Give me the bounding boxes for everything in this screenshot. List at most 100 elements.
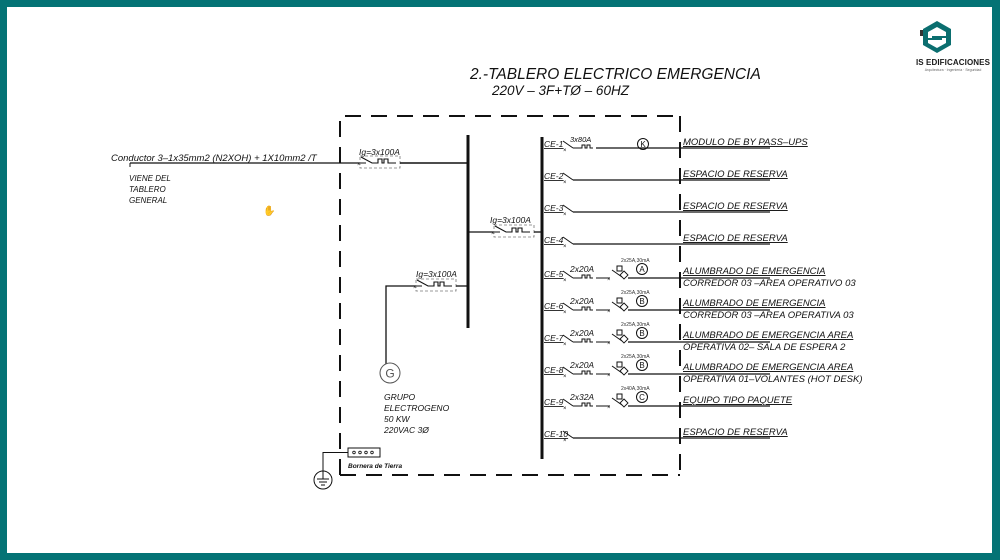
breaker-thermal <box>573 144 593 149</box>
breaker-x-mark: × <box>563 374 567 380</box>
circuit-tag-circle <box>636 359 648 371</box>
rcd-sensor <box>619 302 629 312</box>
breaker-x-mark: × <box>607 405 611 411</box>
breaker-x-mark: × <box>413 285 417 291</box>
circuit-row: CE-10×ESPACIO DE RESERVA <box>544 427 788 444</box>
breaker-x-mark: × <box>607 373 611 379</box>
circuit-breaker-rating: 2x20A <box>569 296 594 306</box>
breaker-x-mark: × <box>563 310 567 316</box>
switch-blade <box>562 236 574 245</box>
rcd-test-button <box>616 329 623 336</box>
circuit-id: CE-8 <box>544 365 564 375</box>
breaker-thermal <box>573 338 593 343</box>
circuit-id: CE-4 <box>544 235 564 245</box>
circuit-breaker-rating: 2x20A <box>569 360 594 370</box>
rcd-rating: 2x25A,30mA <box>621 322 650 328</box>
rcd-test-button <box>616 361 623 368</box>
circuit-tag: B <box>639 329 644 338</box>
circuit-description: ALUMBRADO DE EMERGENCIA AREA <box>682 362 853 373</box>
circuit-id: CE-7 <box>544 333 564 343</box>
breaker-thermal <box>573 402 593 407</box>
switch-blade <box>562 430 574 439</box>
breaker-x-mark: × <box>563 212 567 218</box>
switch-blade <box>562 270 574 279</box>
breaker-x-mark: × <box>607 341 611 347</box>
circuit-tag: B <box>639 361 644 370</box>
switch-blade <box>562 140 574 149</box>
circuit-description: CORREDOR 03 –AREA OPERATIVO 03 <box>683 278 856 289</box>
circuit-description: MODULO DE BY PASS–UPS <box>683 137 808 148</box>
brand-name: IS EDIFICACIONES <box>915 58 991 67</box>
rcd-sensor <box>619 270 629 280</box>
breaker-housing <box>359 155 401 169</box>
rcd-test-button <box>616 297 623 304</box>
breaker-contact <box>360 156 396 164</box>
circuit-description: ALUMBRADO DE EMERGENCIA <box>682 298 826 309</box>
rcd-test-button <box>616 393 623 400</box>
feeder-origin-line-3: GENERAL <box>129 196 167 205</box>
generator-label-2: ELECTROGENO <box>384 403 450 413</box>
circuit-description: OPERATIVA 01–VOLANTES (HOT DESK) <box>683 374 863 385</box>
circuit-id: CE-3 <box>544 203 564 213</box>
breaker-x-mark: × <box>607 277 611 283</box>
breaker-x-mark: × <box>563 406 567 412</box>
circuit-row: CE-4×ESPACIO DE RESERVA <box>544 233 788 250</box>
circuit-description: ESPACIO DE RESERVA <box>683 233 788 244</box>
diagram-title: 2.-TABLERO ELECTRICO EMERGENCIA <box>469 66 761 83</box>
breaker-thermal <box>573 306 593 311</box>
circuit-description: CORREDOR 03 –AREA OPERATIVA 03 <box>683 310 854 321</box>
breaker-thermal <box>573 274 593 279</box>
circuit-id: CE-6 <box>544 301 564 311</box>
circuit-description: EQUIPO TIPO PAQUETE <box>683 395 793 406</box>
circuit-id: CE-9 <box>544 397 564 407</box>
switch-blade <box>562 172 574 181</box>
generator-symbol-letter: G <box>385 367 394 381</box>
circuit-description: ESPACIO DE RESERVA <box>683 427 788 438</box>
hand-cursor-icon: ✋ <box>263 204 275 217</box>
switch-blade <box>562 366 574 375</box>
rcd-sensor <box>619 366 629 376</box>
feeder-origin-line-2: TABLERO <box>129 185 166 194</box>
brand-tagline: Arquitectura · Ingeniería · Seguridad <box>924 68 982 72</box>
breaker-x-mark: × <box>491 231 495 237</box>
switch-blade <box>562 398 574 407</box>
feeder-line <box>129 162 360 167</box>
main-breaker: × <box>357 155 401 169</box>
generator-label-1: GRUPO <box>384 392 416 402</box>
rcd-rating: 2x25A,30mA <box>621 258 650 264</box>
breaker-x-mark: × <box>563 278 567 284</box>
is-edificaciones-logo-icon <box>920 21 951 53</box>
breaker-x-mark: × <box>357 162 361 168</box>
breaker-x-mark: × <box>563 342 567 348</box>
breaker-thermal <box>573 370 593 375</box>
breaker-housing <box>415 278 457 292</box>
rcd-test-button <box>616 265 623 272</box>
generator-breaker: × <box>413 278 457 292</box>
breaker-x-mark: × <box>607 309 611 315</box>
circuit-id: CE-1 <box>544 139 564 149</box>
switch-blade <box>562 204 574 213</box>
circuit-description: ESPACIO DE RESERVA <box>683 169 788 180</box>
circuit-description: ALUMBRADO DE EMERGENCIA AREA <box>682 330 853 341</box>
transfer-breaker-label: Ig=3x100A <box>490 215 531 225</box>
circuit-tag-circle <box>636 263 648 275</box>
circuit-id: CE-2 <box>544 171 564 181</box>
breaker-x-mark: × <box>563 148 567 154</box>
generator-breaker-label: Ig=3x100A <box>416 269 457 279</box>
switch-blade <box>562 302 574 311</box>
ground-terminal-block <box>322 447 381 471</box>
circuit-breaker-rating: 2x20A <box>569 264 594 274</box>
rcd-rating: 2x25A,30mA <box>621 354 650 360</box>
breaker-x-mark: × <box>563 438 567 444</box>
drawing-sheet <box>7 7 992 553</box>
circuit-tag: B <box>639 297 644 306</box>
circuit-breaker-rating: 2x20A <box>569 328 594 338</box>
transfer-breaker: × <box>491 224 535 238</box>
